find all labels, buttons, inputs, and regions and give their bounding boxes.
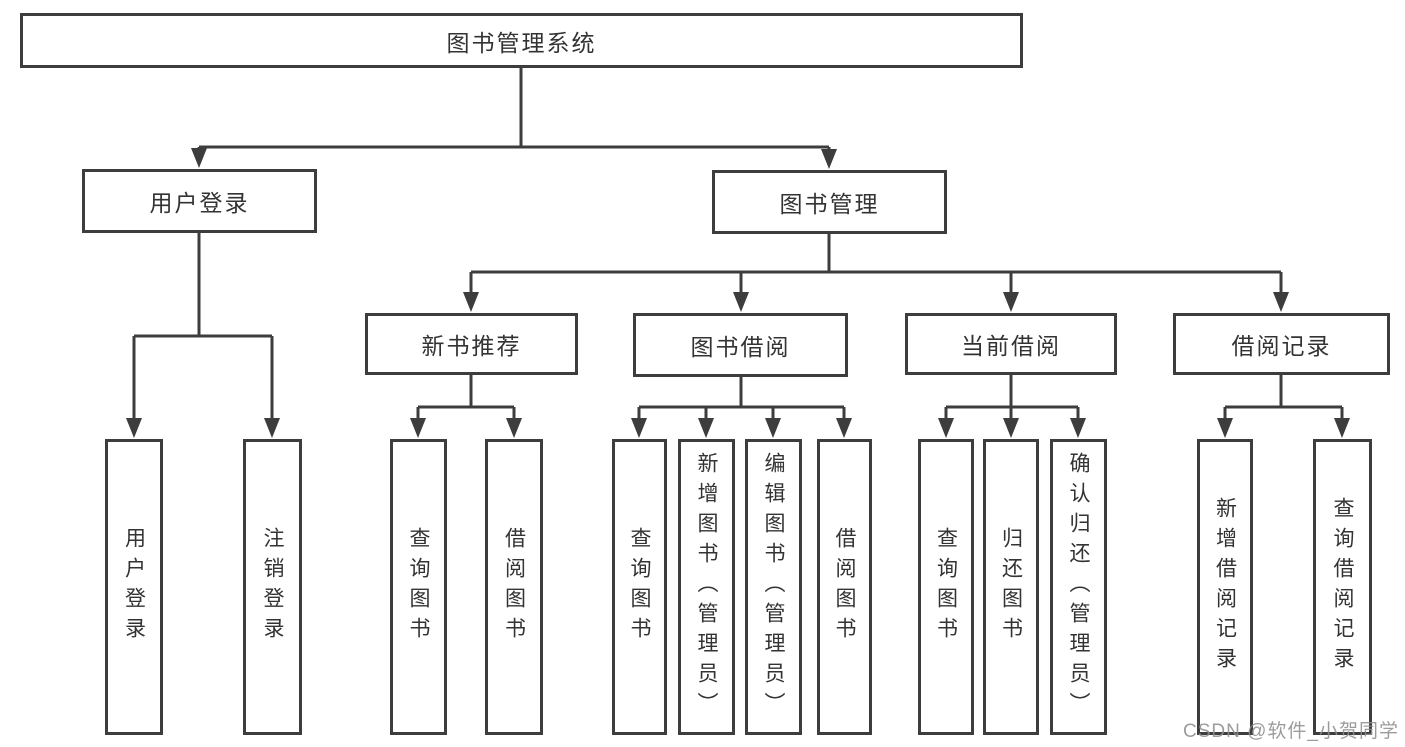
node-book-management: 图书管理 bbox=[712, 170, 947, 234]
leaf-query-books-borrow-label: 查询图书 bbox=[628, 527, 651, 647]
node-root: 图书管理系统 bbox=[20, 13, 1023, 68]
leaf-add-borrow-record: 新增借阅记录 bbox=[1197, 439, 1253, 735]
node-current-borrow-label: 当前借阅 bbox=[961, 333, 1061, 359]
leaf-query-books-recommend: 查询图书 bbox=[390, 439, 447, 735]
connector-root bbox=[191, 68, 837, 169]
leaf-borrow-books-recommend-label: 借阅图书 bbox=[502, 527, 526, 647]
leaf-return-books: 归还图书 bbox=[983, 439, 1039, 735]
node-borrow-records-label: 借阅记录 bbox=[1231, 333, 1332, 359]
leaf-query-borrow-record: 查询借阅记录 bbox=[1313, 439, 1372, 735]
node-new-book-recommend: 新书推荐 bbox=[365, 313, 578, 375]
leaf-user-login-label: 用户登录 bbox=[122, 527, 146, 647]
leaf-query-books-current-label: 查询图书 bbox=[934, 527, 958, 647]
node-book-borrow-label: 图书借阅 bbox=[690, 334, 791, 360]
leaf-confirm-return-admin-label: 确认归还（管理员） bbox=[1067, 452, 1090, 722]
leaf-query-books-recommend-label: 查询图书 bbox=[407, 527, 430, 647]
leaf-query-books-borrow: 查询图书 bbox=[612, 439, 667, 735]
connector-user-login bbox=[126, 233, 280, 438]
csdn-watermark: CSDN @软件_小贺同学 bbox=[1183, 721, 1399, 742]
node-current-borrow: 当前借阅 bbox=[905, 313, 1117, 375]
leaf-confirm-return-admin: 确认归还（管理员） bbox=[1050, 439, 1107, 735]
node-book-borrow: 图书借阅 bbox=[633, 313, 848, 377]
connector-new-book-recommend bbox=[410, 375, 522, 438]
leaf-edit-book-admin-label: 编辑图书（管理员） bbox=[762, 452, 785, 722]
leaf-user-login: 用户登录 bbox=[105, 439, 163, 735]
node-book-management-label: 图书管理 bbox=[779, 191, 880, 217]
node-new-book-recommend-label: 新书推荐 bbox=[421, 333, 522, 359]
leaf-add-borrow-record-label: 新增借阅记录 bbox=[1213, 497, 1237, 677]
leaf-add-book-admin: 新增图书（管理员） bbox=[678, 439, 735, 735]
node-root-label: 图书管理系统 bbox=[446, 29, 597, 56]
leaf-borrow-books-label: 借阅图书 bbox=[833, 527, 856, 647]
leaf-logout-label: 注销登录 bbox=[261, 527, 284, 647]
connector-current-borrow bbox=[938, 375, 1086, 438]
leaf-query-borrow-record-label: 查询借阅记录 bbox=[1331, 497, 1354, 677]
leaf-add-book-admin-label: 新增图书（管理员） bbox=[695, 452, 718, 722]
connector-book-borrow bbox=[631, 377, 852, 438]
connector-book-management bbox=[463, 234, 1289, 312]
node-user-login: 用户登录 bbox=[82, 169, 317, 233]
leaf-logout: 注销登录 bbox=[243, 439, 302, 735]
leaf-borrow-books-recommend: 借阅图书 bbox=[485, 439, 543, 735]
leaf-borrow-books: 借阅图书 bbox=[817, 439, 872, 735]
node-user-login-label: 用户登录 bbox=[149, 190, 250, 216]
connector-borrow-records bbox=[1217, 375, 1350, 438]
leaf-return-books-label: 归还图书 bbox=[999, 527, 1023, 647]
leaf-edit-book-admin: 编辑图书（管理员） bbox=[745, 439, 802, 735]
node-borrow-records: 借阅记录 bbox=[1173, 313, 1390, 375]
leaf-query-books-current: 查询图书 bbox=[918, 439, 974, 735]
